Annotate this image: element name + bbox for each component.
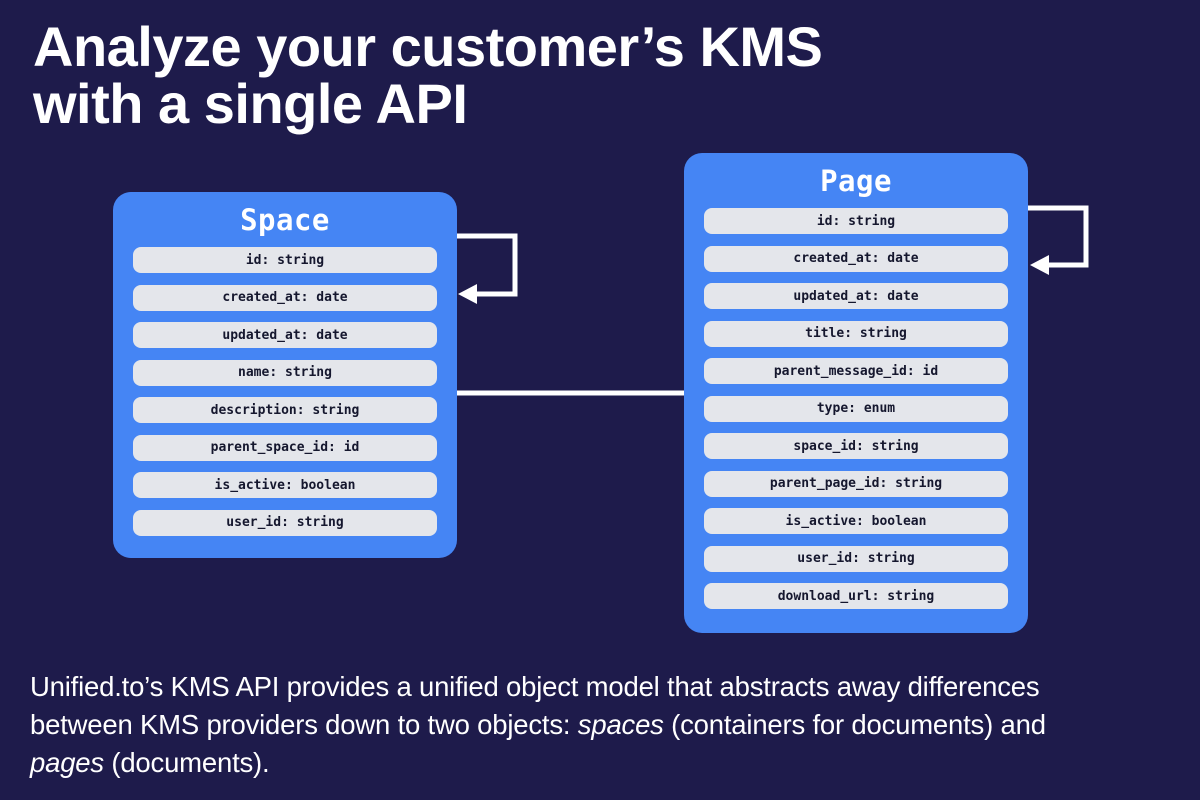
space-self-reference-arrowhead-icon <box>458 284 477 304</box>
entity-card-page-title: Page <box>820 163 892 198</box>
field-pill-page-id: id: string <box>704 208 1008 234</box>
footer-text-segment: (containers for documents) and <box>663 709 1046 740</box>
page-title-line-1: Analyze your customer’s KMS <box>33 15 823 78</box>
field-pill-space-description: description: string <box>133 397 437 423</box>
footer-text-segment: (documents). <box>103 747 270 778</box>
entity-card-page-fields: id: string created_at: date updated_at: da… <box>684 208 1028 609</box>
field-pill-space-is_active: is_active: boolean <box>133 472 437 498</box>
field-pill-space-user_id: user_id: string <box>133 509 437 536</box>
field-pill-page-is_active: is_active: boolean <box>704 508 1008 534</box>
space-self-reference-arrow <box>457 233 518 297</box>
footer-text-segment: Unified.to’s KMS API provides a unified … <box>30 671 1040 702</box>
field-pill-page-updated_at: updated_at: date <box>704 283 1008 309</box>
page-title: Analyze your customer’s KMS with a singl… <box>33 15 823 135</box>
field-pill-page-parent_message_id: parent_message_id: id <box>704 358 1008 384</box>
entity-card-page: Page id: string created_at: date updated_a… <box>684 153 1028 633</box>
footer-emphasis-term: spaces <box>577 709 664 740</box>
field-pill-space-id: id: string <box>133 247 437 273</box>
field-pill-space-name: name: string <box>133 359 437 386</box>
page-self-reference-arrow <box>1028 205 1089 268</box>
field-pill-page-download_url: download_url: string <box>704 583 1008 609</box>
entity-card-space-fields: id: string created_at: date updated_at: da… <box>113 247 457 536</box>
page-self-reference-arrowhead-icon <box>1030 255 1049 275</box>
field-pill-page-title: title: string <box>704 320 1008 347</box>
field-pill-space-created_at: created_at: date <box>133 284 437 311</box>
field-pill-page-user_id: user_id: string <box>704 545 1008 572</box>
field-pill-page-space_id: space_id: string <box>704 433 1008 459</box>
entity-card-space: Space id: string created_at: date updated_… <box>113 192 457 558</box>
field-pill-space-parent_space_id: parent_space_id: id <box>133 434 437 461</box>
entity-card-space-title: Space <box>240 202 330 237</box>
footer-emphasis-term: pages <box>30 747 104 778</box>
footer-text-segment: between KMS providers down to two object… <box>30 709 578 740</box>
field-pill-space-updated_at: updated_at: date <box>133 322 437 348</box>
footer-description: Unified.to’s KMS API provides a unified … <box>30 668 1190 782</box>
field-pill-page-created_at: created_at: date <box>704 245 1008 272</box>
page-title-line-2: with a single API <box>33 72 468 135</box>
field-pill-page-parent_page_id: parent_page_id: string <box>704 470 1008 497</box>
field-pill-page-type: type: enum <box>704 395 1008 422</box>
